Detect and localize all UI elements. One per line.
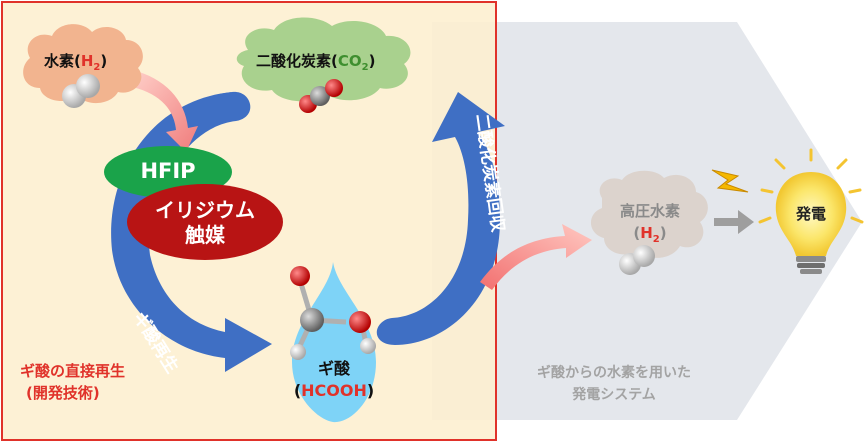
hp-h: H	[640, 224, 653, 242]
hp-close: )	[659, 224, 667, 242]
hp-hydrogen-label: 高圧水素 (H2)	[600, 200, 700, 251]
formula-close: )	[366, 381, 375, 400]
formic-acid-drop	[292, 262, 376, 423]
formula-body: HCOOH	[301, 381, 367, 400]
co2-subscript: 2	[361, 62, 369, 73]
iridium-catalyst-label: イリジウム 触媒	[128, 198, 282, 248]
hp-sub: 2	[652, 234, 660, 245]
hp-hydrogen-title: 高圧水素	[619, 202, 680, 220]
co2-label: 二酸化炭素(CO2)	[256, 50, 375, 73]
co2-molecule-icon	[299, 79, 343, 113]
co2-formula: CO	[337, 52, 362, 70]
hp-hydrogen-cloud	[590, 170, 708, 258]
co2-close: )	[368, 52, 376, 70]
hydrogen-cloud	[23, 24, 143, 104]
direct-regeneration-label: ギ酸の直接再生 (開発技術)	[20, 360, 125, 404]
formic-acid-molecule-icon	[290, 266, 376, 360]
hydrogen-formula: H	[80, 52, 94, 70]
power-system-label: ギ酸からの水素を用いた 発電システム	[504, 362, 724, 406]
formic-acid-formula: (HCOOH)	[284, 380, 384, 402]
power-label: 発電	[795, 205, 826, 223]
hydrogen-feed-arrow	[128, 70, 198, 152]
h2-molecule-icon	[62, 74, 100, 108]
direct-regeneration-title: ギ酸の直接再生	[20, 362, 126, 380]
power-arrow	[714, 210, 754, 234]
hfip-label: HFIP	[140, 159, 196, 183]
iridium-line1: イリジウム	[155, 198, 255, 222]
hydrogen-close: )	[100, 52, 108, 70]
hydrogen-release-arrow	[480, 224, 592, 290]
hydrogen-text: 水素(	[44, 52, 81, 70]
co2-cloud	[236, 17, 411, 102]
hp-h2-molecule-icon	[619, 245, 655, 275]
lightning-icon	[711, 169, 749, 193]
co2-text: 二酸化炭素(	[256, 52, 338, 70]
direct-regeneration-subtitle: (開発技術)	[26, 384, 100, 402]
light-bulb-icon	[758, 148, 864, 274]
iridium-catalyst-ellipse	[127, 184, 283, 260]
formula-open: (	[293, 381, 302, 400]
hp-open: (	[633, 224, 641, 242]
iridium-line2: 触媒	[185, 223, 225, 247]
formic-acid-label: ギ酸 (HCOOH)	[284, 358, 384, 402]
hp-hydrogen-formula: (H2)	[600, 222, 700, 251]
hydrogen-label: 水素(H2)	[44, 50, 107, 73]
hydrogen-subscript: 2	[93, 62, 101, 73]
co2-recovery-arrow	[376, 92, 505, 345]
power-system-subtitle: 発電システム	[572, 387, 656, 403]
power-system-title: ギ酸からの水素を用いた	[537, 365, 691, 381]
formic-acid-name: ギ酸	[317, 359, 350, 378]
